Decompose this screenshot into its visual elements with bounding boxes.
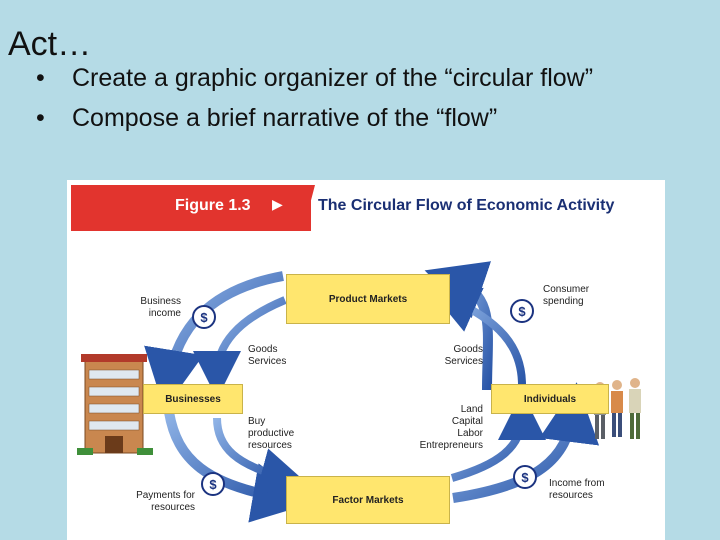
land-capital-label: Land Capital Labor Entrepreneurs [419, 404, 483, 451]
goods-services-right-label: Goods Services [444, 344, 483, 367]
slide-title: Act… [8, 25, 92, 63]
circular-flow-figure: Figure 1.3 ▶ The Circular Flow of Econom… [67, 180, 665, 540]
arrow-goods-services-left [193, 296, 287, 399]
figure-banner-tail [303, 185, 315, 231]
income-from-resources-label: Income from resources [549, 478, 605, 501]
factor-markets-box: Factor Markets [286, 476, 450, 524]
arrow-consumer-spending [424, 261, 493, 391]
dollar-coin-icon: $ [192, 305, 216, 329]
businesses-box: Businesses [143, 384, 243, 414]
play-triangle-icon: ▶ [272, 197, 283, 213]
arrow-buy-productive [213, 417, 309, 495]
figure-number: Figure 1.3 [175, 197, 251, 214]
payments-for-resources-label: Payments for resources [136, 490, 195, 513]
figure-banner [71, 185, 311, 231]
bullet-dot: • [36, 64, 45, 92]
product-markets-box: Product Markets [286, 274, 450, 324]
figure-title: The Circular Flow of Economic Activity [318, 197, 615, 214]
bullet-item: • Create a graphic organizer of the “circ… [30, 62, 690, 94]
business-income-label: Business income [140, 296, 181, 319]
consumer-spending-label: Consumer spending [543, 284, 590, 307]
bullet-dot: • [36, 104, 45, 132]
arrow-goods-services-right [430, 287, 526, 386]
arrow-income-from-resources [452, 382, 600, 503]
bullet-text: Create a graphic organizer of the “circu… [72, 64, 594, 92]
goods-services-left-label: Goods Services [248, 344, 287, 367]
dollar-coin-icon: $ [510, 299, 534, 323]
bullet-list: • Create a graphic organizer of the “circ… [30, 62, 690, 142]
arrow-land-capital [450, 392, 546, 482]
individuals-box: Individuals [491, 384, 609, 414]
building-icon [77, 354, 153, 455]
dollar-coin-icon: $ [201, 472, 225, 496]
bullet-text: Compose a brief narrative of the “flow” [72, 104, 498, 132]
flow-arrows [77, 261, 641, 523]
bullet-item: • Compose a brief narrative of the “flow” [30, 102, 690, 134]
dollar-coin-icon: $ [513, 465, 537, 489]
buy-productive-resources-label: Buy productive resources [248, 416, 295, 451]
